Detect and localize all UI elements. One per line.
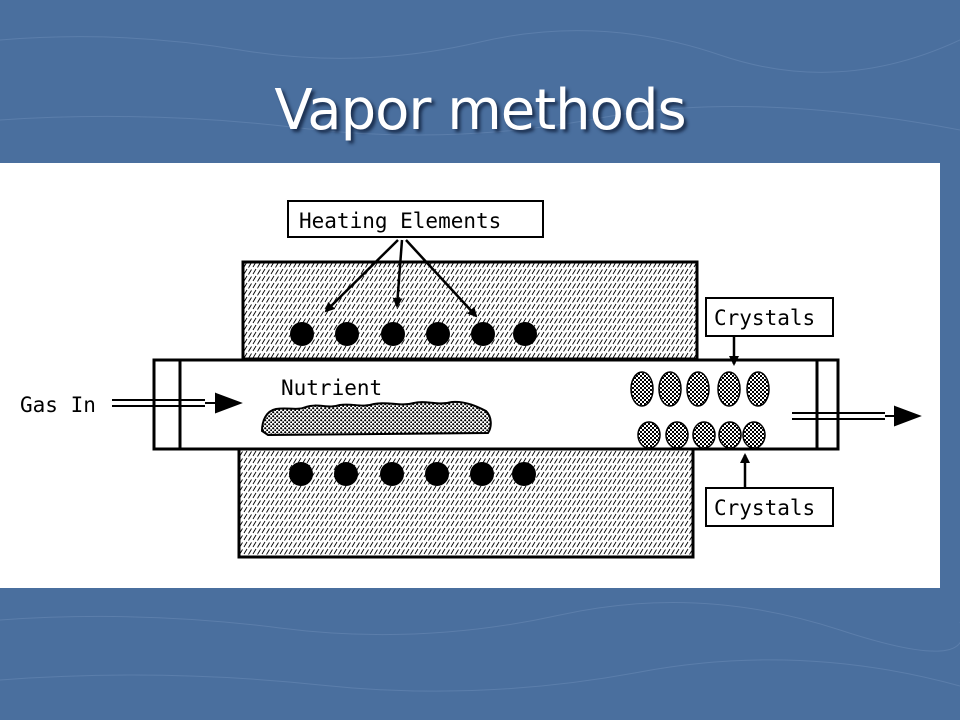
- crystals-upper-row: [630, 371, 770, 407]
- slide-title: Vapor methods: [274, 78, 686, 143]
- heating-elements-top: [290, 322, 537, 346]
- gas-out-arrow: [792, 405, 922, 427]
- heating-elements-bottom: [289, 462, 536, 486]
- gas-in-arrow: [112, 392, 243, 414]
- heating-elements-arrows: [324, 239, 478, 318]
- diagram-panel: Nutrient Heating Elements Crystals Cryst…: [0, 163, 940, 588]
- crystals-label-top-box: [705, 297, 834, 337]
- gas-in-label: Gas In: [20, 393, 96, 417]
- heating-elements-label: Heating Elements: [299, 209, 501, 233]
- furnace-lower-block: [237, 444, 695, 559]
- nutrient-charge: [260, 400, 492, 437]
- crystals-lower-row: [637, 421, 766, 449]
- nutrient-label: Nutrient: [281, 376, 382, 400]
- crystals-label-top: Crystals: [714, 306, 815, 330]
- furnace-diagram: Nutrient Heating Elements Crystals Cryst…: [20, 200, 922, 559]
- crystals-label-bottom: Crystals: [714, 496, 815, 520]
- crystals-label-bottom-box: [705, 487, 834, 527]
- heating-elements-label-box: [287, 200, 544, 238]
